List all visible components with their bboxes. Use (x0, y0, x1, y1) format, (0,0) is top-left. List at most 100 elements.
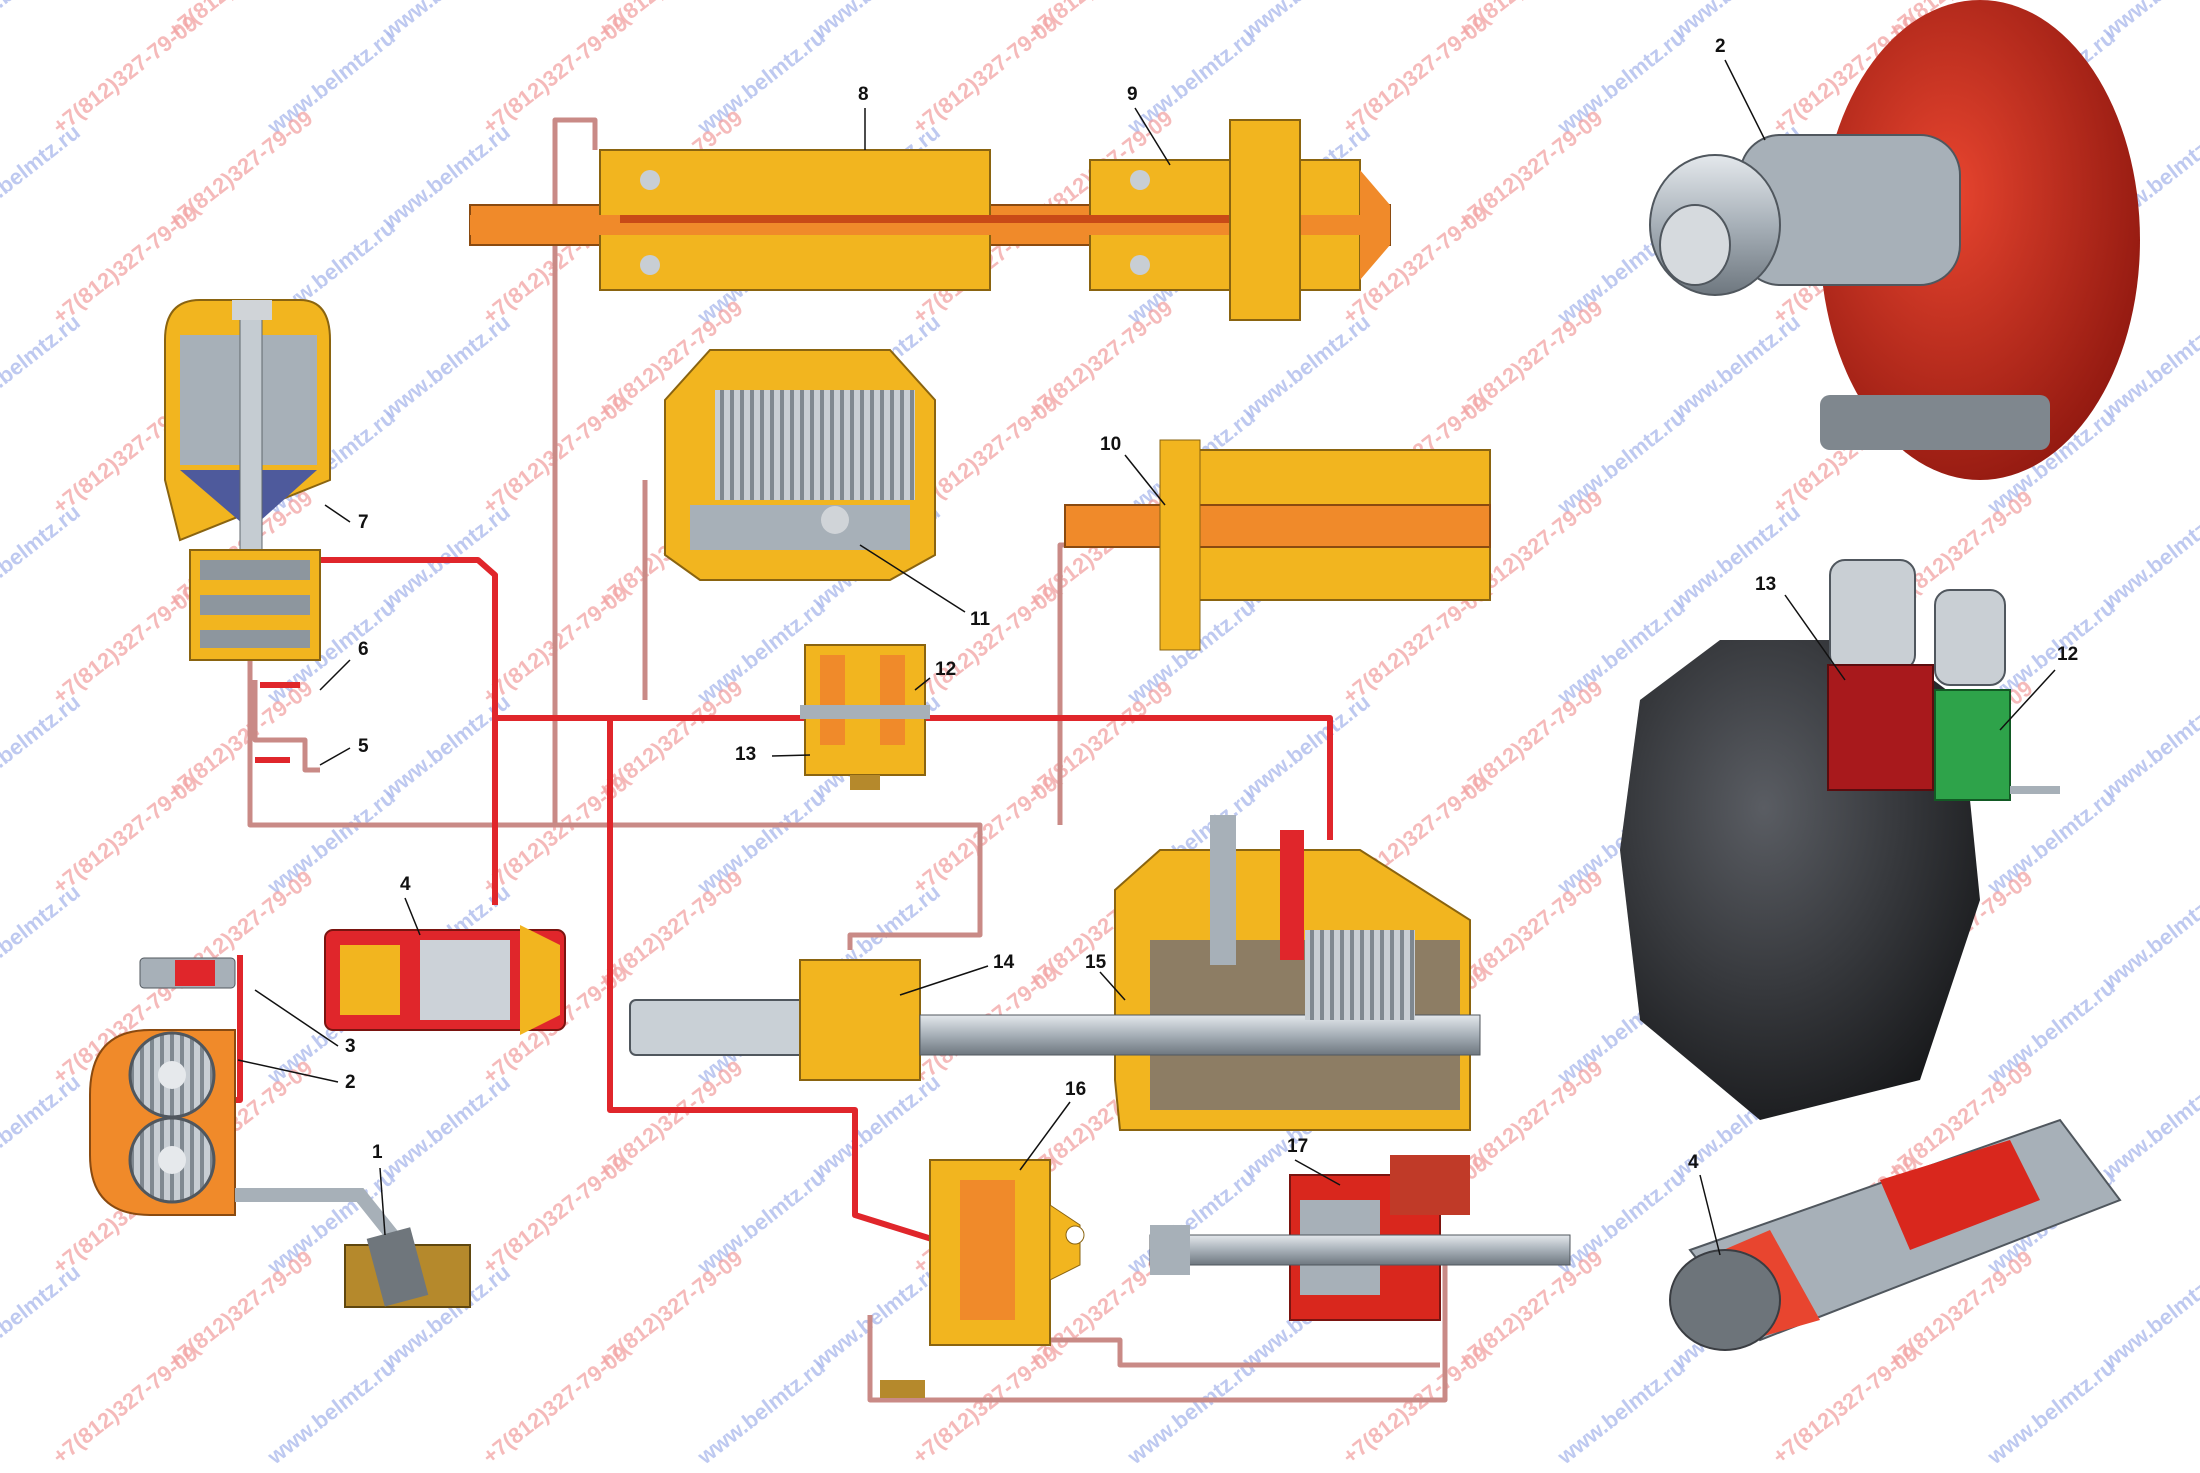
gearbox-shaft-upper-right-label: 9 (1127, 84, 1138, 105)
watermark-text: +7(812)327-79-09 (48, 1340, 203, 1469)
drive-coupling-label: 14 (993, 952, 1015, 973)
photo-pump-assembly (1649, 0, 2140, 480)
pressure-lines (225, 557, 1333, 1243)
watermark-text: www.belmtz.ru (0, 689, 85, 804)
valve-block-right-label: 12 (935, 659, 956, 680)
centrifugal-filter-label: 7 (358, 512, 369, 533)
watermark-text: +7(812)327-79-09 (1338, 10, 1493, 139)
photo-regulator-label: 4 (1688, 1152, 1699, 1173)
photo-valve_red-label: 13 (1755, 574, 1776, 595)
lube-jet-high-leader-line (319, 659, 351, 691)
watermark-text: +7(812)327-79-09 (908, 770, 1063, 899)
centrifugal-filter-leader-line (324, 504, 351, 523)
pto-clutch-leader-line (1294, 1159, 1341, 1186)
watermark-text: www.belmtz.ru (0, 309, 85, 424)
drive-coupling-14 (629, 959, 921, 1081)
photo-valve_red-leader-line (1784, 594, 1846, 681)
watermark-text: www.belmtz.ru (1237, 309, 1375, 424)
lube-jets-low-label: 5 (358, 736, 369, 757)
lube-jet-high-label: 6 (358, 639, 369, 660)
control-valve-16 (880, 1159, 1085, 1398)
multi-disc-clutch-leader-line (859, 544, 966, 613)
watermark-text: www.belmtz.ru (1122, 1354, 1260, 1469)
valve-block-left-leader-line (771, 754, 811, 757)
watermark-text: www.belmtz.ru (2097, 689, 2200, 804)
watermark-text: www.belmtz.ru (0, 499, 85, 614)
oil-intake-1 (344, 1227, 471, 1308)
watermark-text: www.belmtz.ru (377, 1069, 515, 1184)
watermark-text: www.belmtz.ru (1237, 689, 1375, 804)
gearbox-shaft-middle-leader-line (1124, 454, 1166, 506)
control-valve-label: 16 (1065, 1079, 1086, 1100)
pto-clutch-label: 17 (1287, 1136, 1308, 1157)
gearbox-shaft-upper-left-label: 8 (858, 84, 869, 105)
watermark-text: www.belmtz.ru (1552, 1354, 1690, 1469)
watermark-text: +7(812)327-79-09 (48, 580, 203, 709)
watermark-text: www.belmtz.ru (807, 1259, 945, 1374)
watermark-text: +7(812)327-79-09 (908, 580, 1063, 709)
gearbox-shaft-middle-label: 10 (1100, 434, 1121, 455)
pto-clutch-17 (1149, 1155, 1571, 1321)
watermark-text: +7(812)327-79-09 (48, 10, 203, 139)
watermark-text: +7(812)327-79-09 (1768, 1340, 1923, 1469)
photo-valve-housing (1620, 559, 2060, 1120)
gearbox-shaft-upper-right-leader-line (1134, 107, 1171, 166)
pump-valve-3 (139, 957, 236, 989)
gearbox-shaft-10 (1064, 439, 1491, 651)
valve-block-left-label: 13 (735, 744, 756, 765)
watermark-text: www.belmtz.ru (0, 879, 85, 994)
oil-intake-leader-line (379, 1167, 386, 1236)
watermark-text: www.belmtz.ru (2097, 499, 2200, 614)
oil-intake-label: 1 (372, 1142, 383, 1163)
pump-valve-label: 3 (345, 1036, 356, 1057)
drive-coupling-leader-line (899, 965, 989, 996)
multi-disc-clutch-11 (664, 349, 936, 581)
watermark-text: +7(812)327-79-09 (478, 1150, 633, 1279)
watermark-text: www.belmtz.ru (0, 1069, 85, 1184)
photo-pump-label: 2 (1715, 36, 1726, 57)
watermark-text: +7(812)327-79-09 (48, 770, 203, 899)
gear-pump-label: 2 (345, 1072, 356, 1093)
valve-block-right-leader-line (914, 677, 931, 691)
watermark-text: www.belmtz.ru (1667, 309, 1805, 424)
watermark-text: www.belmtz.ru (377, 309, 515, 424)
drain-lines (247, 117, 1448, 1403)
transfer-case-15 (919, 815, 1481, 1131)
pump-valve-leader-line (254, 989, 339, 1047)
watermark-text: www.belmtz.ru (807, 0, 945, 45)
control-valve-leader-line (1019, 1101, 1071, 1171)
watermark-text: www.belmtz.ru (1667, 0, 1805, 45)
watermark-text: www.belmtz.ru (1667, 499, 1805, 614)
transfer-case-label: 15 (1085, 952, 1107, 973)
gear-pump-leader-line (237, 1059, 339, 1083)
valve-block-12-13 (800, 644, 930, 790)
gear-pump-2 (89, 1029, 407, 1260)
watermark-text: www.belmtz.ru (2097, 1259, 2200, 1374)
watermark-text: www.belmtz.ru (0, 1259, 85, 1374)
watermark-text: www.belmtz.ru (262, 1354, 400, 1469)
photo-regulator-leader-line (1699, 1174, 1721, 1256)
pressure-regulator-leader-line (404, 897, 421, 936)
lube-jets-low-leader-line (319, 747, 351, 766)
watermark-text: +7(812)327-79-09 (908, 1340, 1063, 1469)
watermark-text: www.belmtz.ru (1982, 1354, 2120, 1469)
watermark-text: www.belmtz.ru (377, 0, 515, 45)
watermark-text: +7(812)327-79-09 (908, 10, 1063, 139)
watermark-text: www.belmtz.ru (1237, 0, 1375, 45)
watermark-text: www.belmtz.ru (2097, 879, 2200, 994)
watermark-text: www.belmtz.ru (0, 0, 85, 45)
photo-valve_green-label: 12 (2057, 644, 2078, 665)
centrifugal-filter-7 (164, 299, 331, 661)
watermark-text: www.belmtz.ru (807, 1069, 945, 1184)
pressure-regulator-4 (324, 925, 566, 1035)
watermark-text: www.belmtz.ru (2097, 1069, 2200, 1184)
multi-disc-clutch-label: 11 (970, 609, 991, 630)
watermark-text: www.belmtz.ru (0, 119, 85, 234)
watermark-text: +7(812)327-79-09 (1338, 1340, 1493, 1469)
photo-pump-leader-line (1724, 59, 1766, 141)
photo-regulator-cutaway (1669, 1118, 2122, 1351)
watermark-text: +7(812)327-79-09 (478, 1340, 633, 1469)
gearbox-shaft-8-9 (469, 119, 1391, 321)
